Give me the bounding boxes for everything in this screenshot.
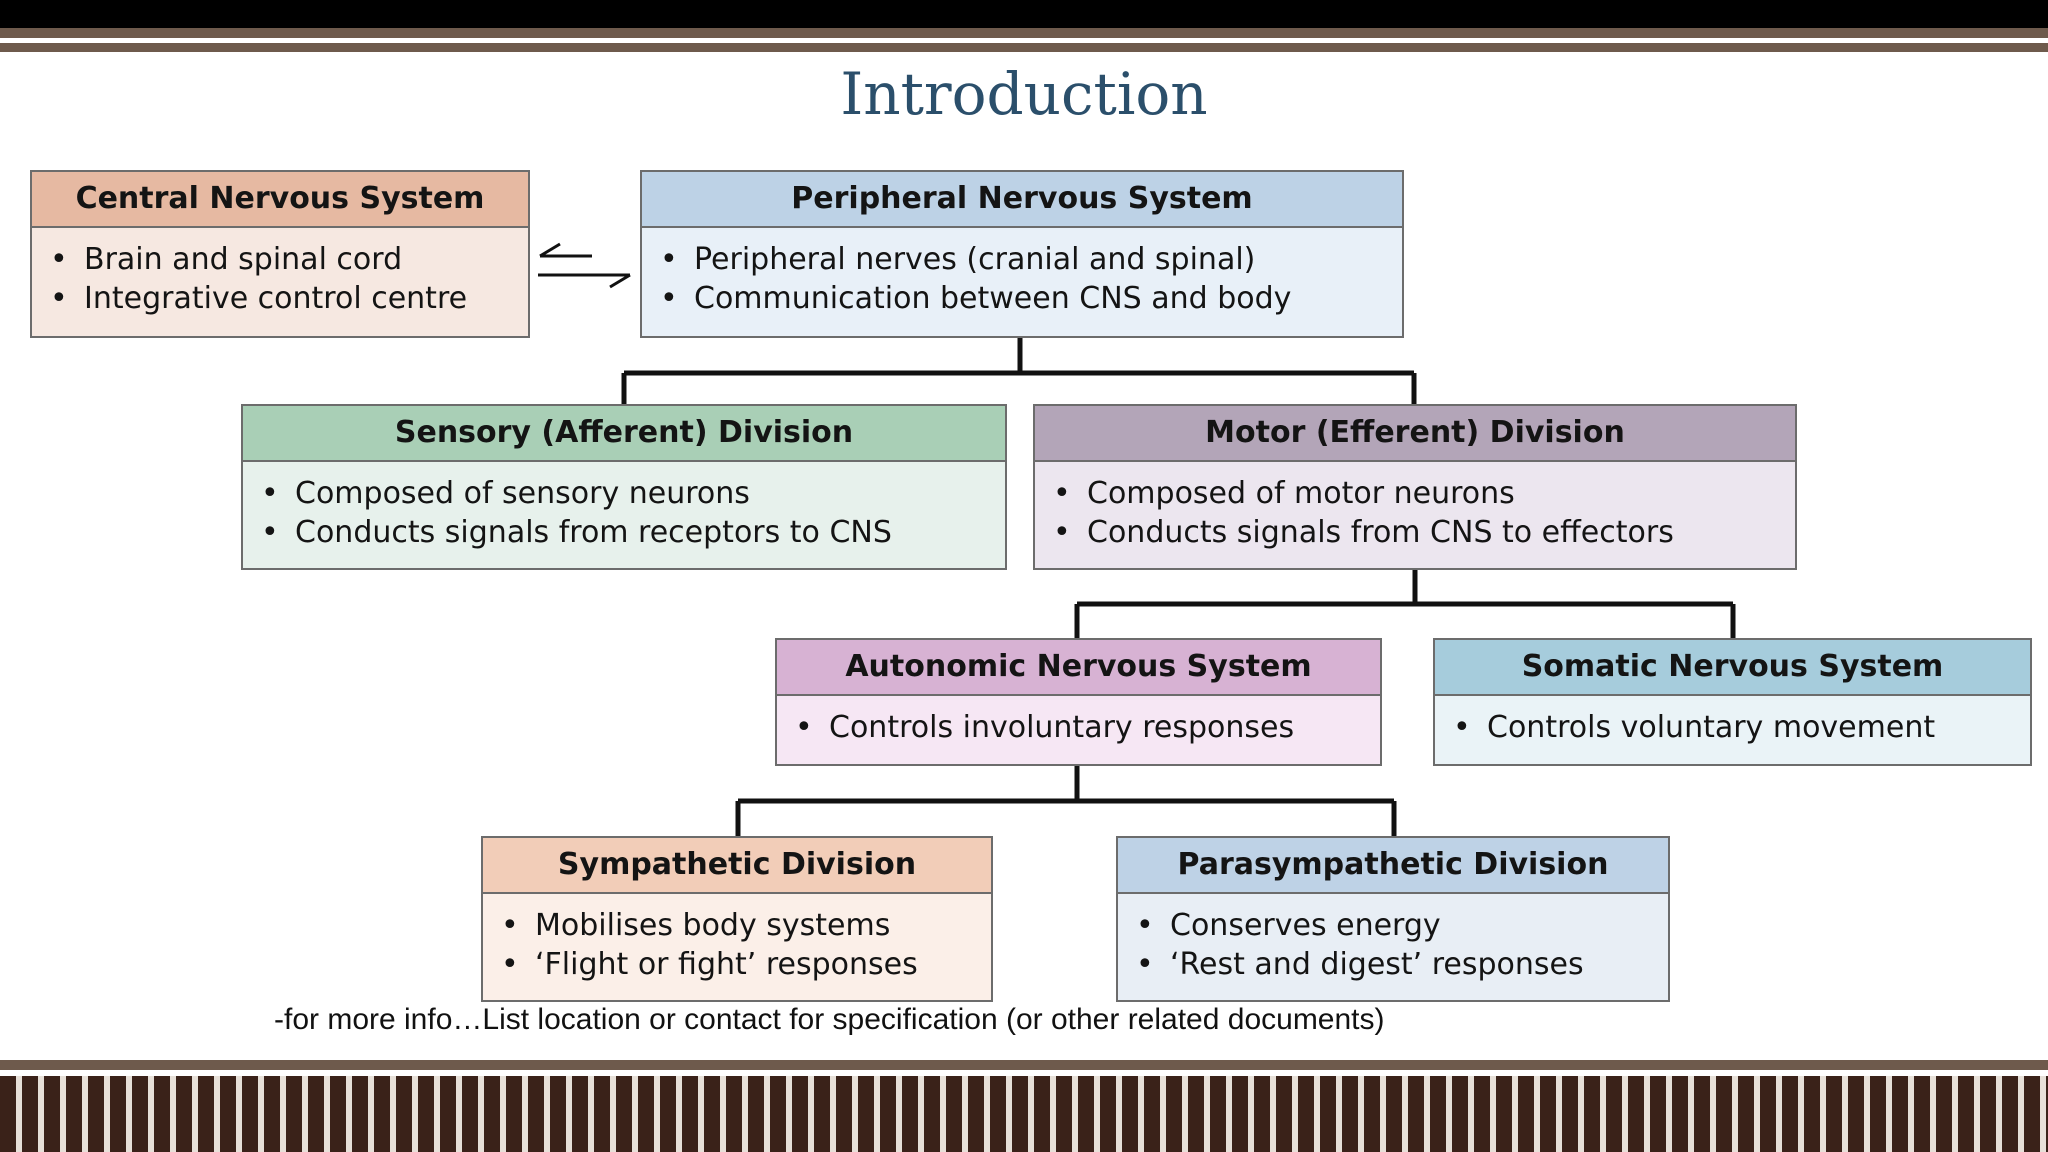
- pns-list: Peripheral nerves (cranial and spinal) C…: [642, 228, 1402, 318]
- cns-list: Brain and spinal cord Integrative contro…: [32, 228, 528, 318]
- list-item: ‘Flight or fight’ responses: [501, 945, 991, 984]
- list-item: ‘Rest and digest’ responses: [1136, 945, 1668, 984]
- arrow-cns-to-pns: [538, 273, 631, 289]
- slide-title: Introduction: [840, 60, 1208, 128]
- list-item: Controls involuntary responses: [795, 708, 1380, 747]
- list-item: Controls voluntary movement: [1453, 708, 2030, 747]
- list-item: Integrative control centre: [50, 279, 528, 318]
- connector-motor-systems: [1074, 570, 1736, 638]
- bottom-rule: [0, 1060, 2048, 1070]
- bottom-stripe-band: [0, 1076, 2048, 1152]
- sympathetic-division-header: Sympathetic Division: [483, 838, 991, 894]
- list-item: Brain and spinal cord: [50, 240, 528, 279]
- parasympathetic-division-header: Parasympathetic Division: [1118, 838, 1668, 894]
- motor-division-header: Motor (Efferent) Division: [1035, 406, 1795, 462]
- footnote: -for more info…List location or contact …: [274, 1003, 1385, 1036]
- connector-autonomic-divisions: [735, 766, 1397, 836]
- somatic-system-box: Somatic Nervous System Controls voluntar…: [1433, 638, 2032, 766]
- top-rule-gap: [0, 38, 2048, 43]
- autonomic-system-list: Controls involuntary responses: [777, 696, 1380, 747]
- list-item: Communication between CNS and body: [660, 279, 1402, 318]
- list-item: Composed of sensory neurons: [261, 474, 1005, 513]
- list-item: Conducts signals from receptors to CNS: [261, 513, 1005, 552]
- list-item: Composed of motor neurons: [1053, 474, 1795, 513]
- parasympathetic-division-list: Conserves energy ‘Rest and digest’ respo…: [1118, 894, 1668, 984]
- parasympathetic-division-box: Parasympathetic Division Conserves energ…: [1116, 836, 1670, 1002]
- somatic-system-list: Controls voluntary movement: [1435, 696, 2030, 747]
- sympathetic-division-list: Mobilises body systems ‘Flight or fight’…: [483, 894, 991, 984]
- arrow-pns-to-cns: [539, 242, 592, 258]
- autonomic-system-box: Autonomic Nervous System Controls involu…: [775, 638, 1382, 766]
- top-rule: [0, 43, 2048, 52]
- autonomic-system-header: Autonomic Nervous System: [777, 640, 1380, 696]
- top-rule: [0, 28, 2048, 38]
- sympathetic-division-box: Sympathetic Division Mobilises body syst…: [481, 836, 993, 1002]
- somatic-system-header: Somatic Nervous System: [1435, 640, 2030, 696]
- top-bar: [0, 0, 2048, 28]
- cns-header: Central Nervous System: [32, 172, 528, 228]
- list-item: Mobilises body systems: [501, 906, 991, 945]
- list-item: Peripheral nerves (cranial and spinal): [660, 240, 1402, 279]
- connector-pns-divisions: [621, 338, 1417, 404]
- list-item: Conducts signals from CNS to effectors: [1053, 513, 1795, 552]
- sensory-division-header: Sensory (Afferent) Division: [243, 406, 1005, 462]
- sensory-division-list: Composed of sensory neurons Conducts sig…: [243, 462, 1005, 552]
- pns-box: Peripheral Nervous System Peripheral ner…: [640, 170, 1404, 338]
- motor-division-list: Composed of motor neurons Conducts signa…: [1035, 462, 1795, 552]
- pns-header: Peripheral Nervous System: [642, 172, 1402, 228]
- motor-division-box: Motor (Efferent) Division Composed of mo…: [1033, 404, 1797, 570]
- sensory-division-box: Sensory (Afferent) Division Composed of …: [241, 404, 1007, 570]
- cns-box: Central Nervous System Brain and spinal …: [30, 170, 530, 338]
- list-item: Conserves energy: [1136, 906, 1668, 945]
